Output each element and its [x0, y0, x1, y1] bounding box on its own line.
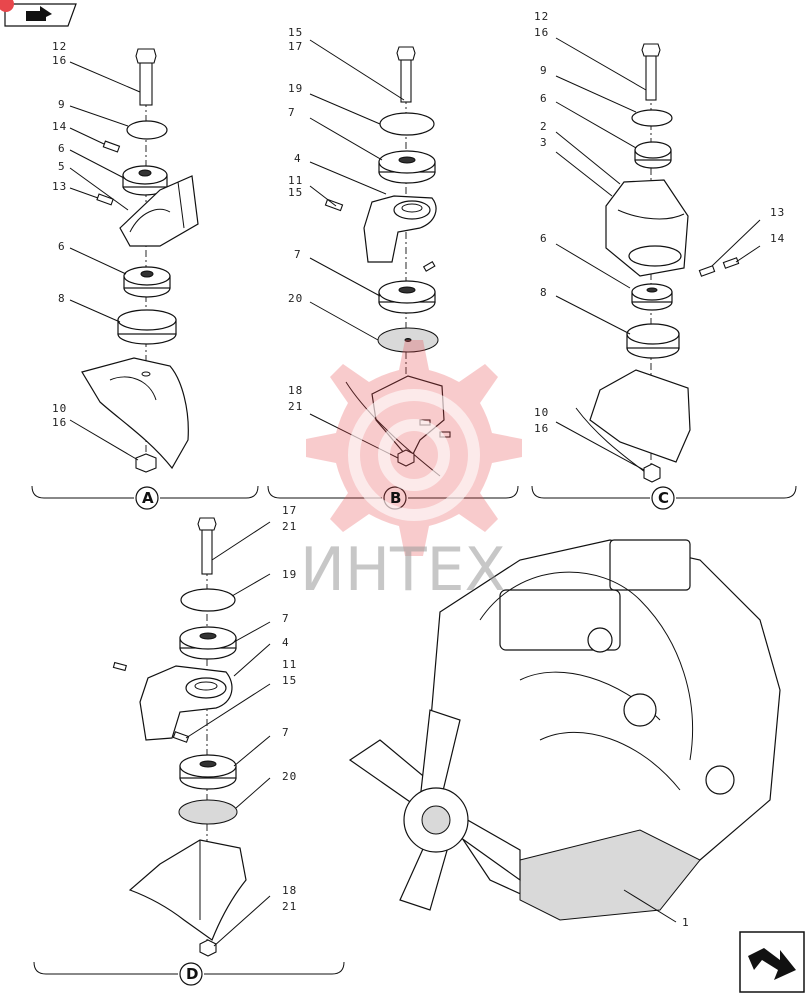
- next-page-arrow-icon: [748, 948, 796, 980]
- rubber-mount-lower-b: [378, 280, 436, 314]
- next-page-button[interactable]: [738, 930, 806, 994]
- washer-a: [126, 120, 168, 140]
- bracket-a: [119, 175, 199, 247]
- rubber-mount-lower-a: [123, 266, 171, 298]
- bolt-a: [135, 48, 157, 106]
- section-d: [112, 517, 271, 957]
- cup-a: [117, 309, 177, 345]
- rubber-mount-upper-b: [378, 150, 436, 184]
- rubber-mount-lower-c: [631, 283, 673, 311]
- rubber-mount-upper-d: [179, 626, 237, 660]
- section-a: [69, 48, 199, 473]
- bracket-b: [363, 195, 437, 263]
- washer-d: [180, 588, 236, 612]
- rubber-mount-lower-d: [179, 754, 237, 790]
- rubber-mount-upper-a: [122, 165, 168, 196]
- section-b: [309, 39, 451, 477]
- washer-c: [631, 109, 673, 127]
- rubber-mount-upper-c: [634, 141, 672, 169]
- washer-b: [379, 112, 435, 136]
- back-to-index-button[interactable]: [0, 0, 80, 30]
- bracket-d: [139, 665, 233, 741]
- engine-fan: [348, 709, 521, 911]
- plate-d: [178, 799, 238, 825]
- folder-back-icon: [26, 6, 52, 21]
- cup-c: [626, 323, 680, 359]
- section-c: [555, 37, 761, 483]
- engine-overview: [348, 539, 781, 923]
- bracket-c: [605, 179, 689, 277]
